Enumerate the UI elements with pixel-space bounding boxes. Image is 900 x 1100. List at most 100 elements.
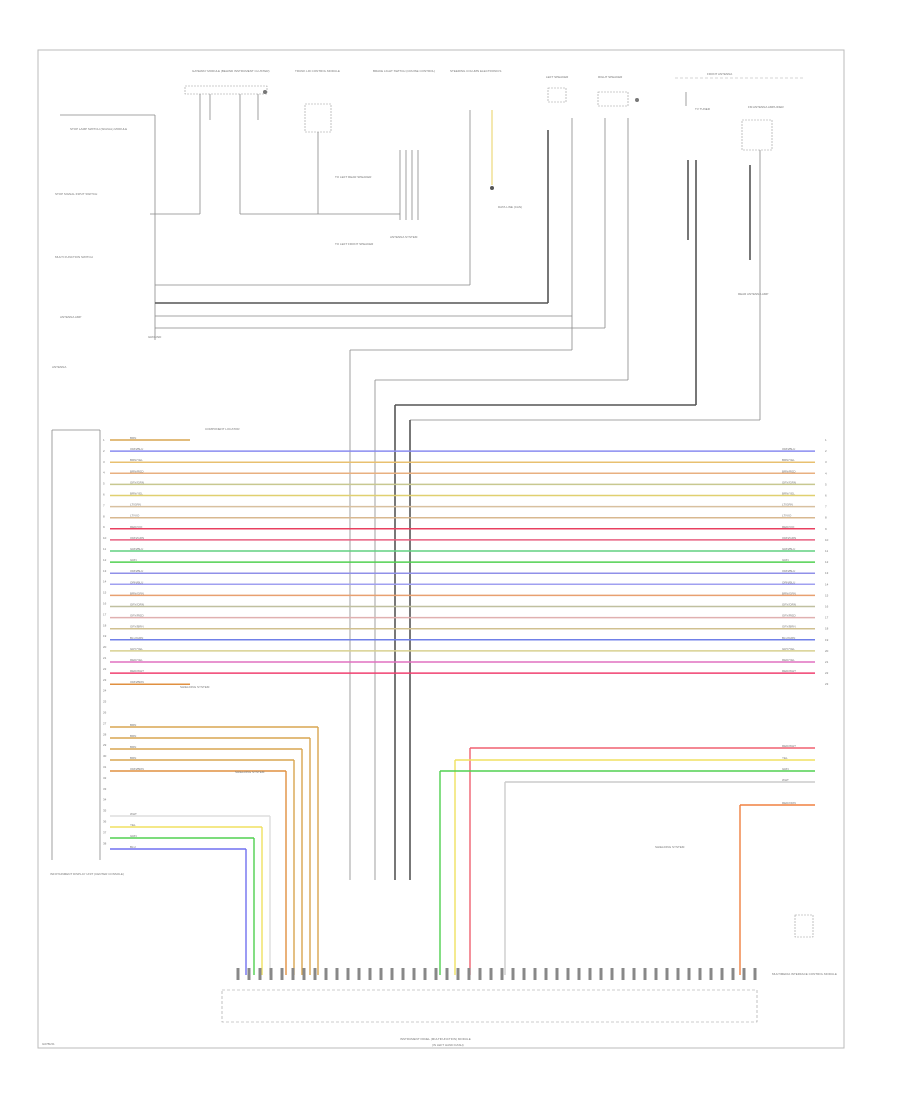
tv-tuner-label: TV TUNER	[695, 107, 711, 111]
wire-label-right: ORN/BLU	[782, 569, 795, 573]
pin-label: 8	[103, 514, 105, 518]
connector-pin	[522, 968, 526, 980]
connector-pin	[236, 968, 240, 980]
pin-label: 32	[103, 776, 107, 780]
connector-pin	[698, 968, 702, 980]
connector-pin	[390, 968, 394, 980]
pin-label: 25	[103, 700, 107, 704]
wire-label: BLU/GRN	[130, 636, 143, 640]
note-shielding-1: SHIELDING SYSTEM	[180, 685, 210, 689]
trunk-lid-module-label: TRUNK LID CONTROL MODULE	[295, 69, 340, 73]
pin-label: 5	[103, 482, 105, 486]
pin-label: 20	[103, 645, 107, 649]
antenna-amp-label: ANTENNA AMP	[60, 315, 81, 319]
component-notes: COMPONENT LOCATOR SHIELDING SYSTEM SHIEL…	[180, 427, 685, 849]
wire-label: RED/YEL	[130, 658, 143, 662]
pin-label: 33	[103, 787, 107, 791]
wire-label-right: RED/VIO	[782, 525, 795, 529]
display-unit-label: INFOTAINMENT DISPLAY UNIT (CENTER CONSOL…	[50, 872, 124, 876]
wire-label: RED/VIO	[130, 525, 143, 529]
connector-pin	[533, 968, 537, 980]
right-pin-label: 23	[825, 682, 829, 686]
pin-label: 7	[103, 503, 105, 507]
steering-column-electronics: STEERING COLUMN ELECTRONICS	[450, 69, 501, 285]
note-1: TO LEFT REAR SPEAKER	[335, 175, 372, 179]
gateway-module: GATEWAY MODULE (BEHIND INSTRUMENT CLUSTE…	[184, 69, 270, 120]
connector-pin	[423, 968, 427, 980]
connector-pin	[467, 968, 471, 980]
note-shielding-2: SHIELDING SYSTEM	[235, 770, 265, 774]
wire-label-right: BLU/GRN	[782, 636, 795, 640]
connector-pin	[291, 968, 295, 980]
connector-pin	[346, 968, 350, 980]
wire-label-right: GRN	[782, 558, 789, 562]
pin-label: 16	[103, 602, 107, 606]
pin-label: 34	[103, 798, 107, 802]
connector-pin	[302, 968, 306, 980]
infotainment-display-unit: INFOTAINMENT DISPLAY UNIT (CENTER CONSOL…	[50, 429, 124, 876]
wire-label: RED/WHT	[130, 669, 144, 673]
pin-label: 37	[103, 830, 107, 834]
main-module: INSTRUMENT PANEL (MULTIFUNCTION) MODULE …	[221, 989, 758, 1047]
wire-label: WHT	[130, 812, 137, 816]
wire-label-right: BRN/RED	[782, 469, 796, 473]
connector-pin	[720, 968, 724, 980]
wire-label: GRN	[782, 767, 789, 771]
front-antenna: FRONT ANTENNA	[675, 72, 805, 79]
wire-label-right: GRY/YEL	[782, 647, 795, 651]
pin-label: 11	[103, 547, 106, 551]
wire-label-right: BRN/YEL	[782, 492, 795, 496]
connector-pin	[247, 968, 251, 980]
wire-label-right: ORN/BLU	[782, 447, 795, 451]
wire-label: BRN	[130, 756, 136, 760]
footer-code: G07BL51	[42, 1042, 55, 1046]
right-pin-label: 2	[825, 449, 827, 453]
connector-pin	[731, 968, 735, 980]
wire-label: BRN/YEL	[130, 492, 143, 496]
connector-pin	[621, 968, 625, 980]
connector-pin	[632, 968, 636, 980]
connector-pin	[599, 968, 603, 980]
pin-label: 2	[103, 449, 105, 453]
steering-column-label: STEERING COLUMN ELECTRONICS	[450, 69, 501, 73]
right-pin-label: 8	[825, 516, 827, 520]
wire-label-right: ORN/GRN	[782, 536, 796, 540]
connector-pin	[335, 968, 339, 980]
pin-label: 18	[103, 623, 107, 627]
pin-label: 1	[103, 438, 105, 442]
wire-label-right: ORN/BLU	[782, 580, 795, 584]
fm-antenna-label: FM ANTENNA AMPLIFIER	[748, 105, 785, 109]
right-pin-label: 13	[825, 571, 829, 575]
wire-label: BRN	[130, 745, 136, 749]
wire-label: ORN/BLU	[130, 580, 143, 584]
connector-pin	[368, 968, 372, 980]
wire-label-right: GRY/GRN	[782, 480, 796, 484]
connector-pin	[379, 968, 383, 980]
pin-label: 26	[103, 711, 107, 715]
wire-label: GRY/YEL	[130, 647, 143, 651]
wire-label: RED/ORN	[782, 801, 796, 805]
wire-label: BRN/GRN	[130, 591, 144, 595]
right-pin-label: 7	[825, 505, 827, 509]
wire-label: ORN/BLU	[130, 569, 143, 573]
connector-pin	[434, 968, 438, 980]
left-labels: STOP LAMP SWITCH (SIGNAL) MODULE STOP SI…	[52, 127, 127, 369]
wire-label: BRN/YEL	[130, 458, 143, 462]
pin-label: 12	[103, 558, 107, 562]
brake-light-switch: BRAKE LIGHT SWITCH (CRUISE CONTROL)	[373, 69, 435, 220]
top-notes: TO LEFT REAR SPEAKER TO LEFT FRONT SPEAK…	[335, 175, 768, 296]
right-pin-label: 14	[825, 582, 829, 586]
multimedia-module-label: MULTIMEDIA INTERFACE CONTROL MODULE	[772, 972, 837, 976]
wire-label: BRN	[130, 723, 136, 727]
wire-label: YEL	[782, 756, 788, 760]
right-pin-label: 4	[825, 471, 827, 475]
wire-label: LT/VIO	[130, 514, 140, 518]
stop-signal-label: STOP SIGNAL INPUT SWITCH	[55, 192, 97, 196]
connector-pin	[566, 968, 570, 980]
gateway-module-label: GATEWAY MODULE (BEHIND INSTRUMENT CLUSTE…	[192, 69, 270, 73]
note-4: DATA LINE (CAN)	[498, 205, 522, 209]
connector-pin	[324, 968, 328, 980]
pin-label: 35	[103, 809, 107, 813]
wire-label-right: LT/GRN	[782, 503, 793, 507]
